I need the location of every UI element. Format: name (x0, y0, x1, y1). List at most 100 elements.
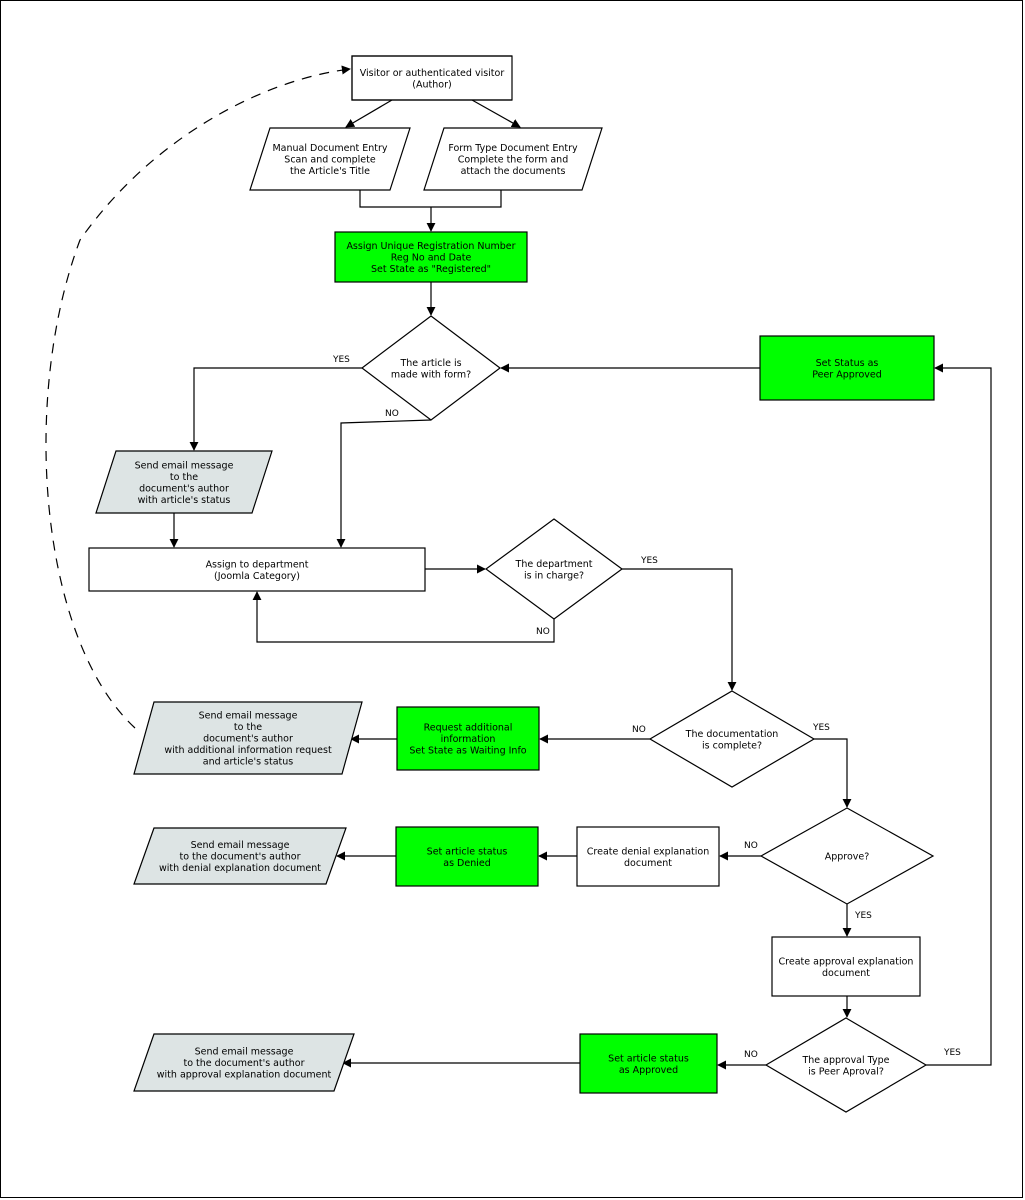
branch-label-yes: YES (943, 1048, 961, 1058)
node-text-line: with approval explanation document (157, 1070, 332, 1081)
node-text-line: document (624, 858, 672, 869)
node-text-line: Assign to department (206, 559, 309, 570)
node-text-line: is Peer Aproval? (808, 1066, 884, 1077)
node-text-line: Approve? (825, 852, 870, 863)
node-text-line: Complete the form and (458, 155, 568, 166)
branch-label-yes: YES (854, 911, 872, 921)
io-parallelogram (95, 450, 273, 514)
branch-label-yes: YES (332, 355, 350, 365)
node-text-line: to the document's author (180, 852, 301, 863)
connector (471, 99, 521, 128)
node-text-line: Manual Document Entry (272, 143, 387, 154)
node-text-line: The approval Type (801, 1055, 889, 1066)
decision-diamond (764, 1017, 928, 1113)
node-text-line: The documentation (685, 729, 779, 740)
branch-label-no: NO (385, 409, 399, 419)
node-text-line: to the (234, 722, 262, 733)
process-box (88, 547, 426, 592)
io-parallelogram (423, 127, 603, 191)
node-text-line: Set Status as (816, 358, 879, 369)
branch-label-yes: YES (812, 723, 830, 733)
decision-diamond (648, 690, 816, 788)
node-text-line: Set State as Waiting Info (409, 746, 526, 757)
node-text-line: Create denial explanation (587, 846, 709, 857)
connector (345, 99, 393, 128)
io-parallelogram (133, 701, 363, 775)
node-text-line: Set State as "Registered" (371, 264, 491, 275)
node-text-line: document (822, 968, 870, 979)
node-text-line: is complete? (702, 740, 762, 751)
node-text-line: is in charge? (524, 570, 584, 581)
node-text-line: Send email message (199, 711, 298, 722)
node-text-line: with additional information request (164, 745, 332, 756)
decision-diamond (759, 807, 935, 905)
io-parallelogram (133, 1033, 355, 1092)
node-text-line: Visitor or authenticated visitor (360, 68, 505, 79)
connectors (45, 65, 992, 1070)
branch-label-no: NO (632, 725, 646, 735)
decision-diamond (484, 518, 624, 620)
node-text-line: Assign Unique Registration Number (346, 241, 515, 252)
process-box (579, 1033, 718, 1094)
process-box (771, 936, 921, 997)
branch-label-no: NO (744, 841, 758, 851)
branch-label-no: NO (744, 1050, 758, 1060)
node-text-line: Set article status (427, 846, 508, 857)
node-text-line: Create approval explanation (779, 956, 914, 967)
node-text-line: document's author (203, 734, 293, 745)
node-approve: Approve? (759, 807, 935, 905)
node-text-line: Request additional (424, 723, 513, 734)
node-text-line: as Approved (619, 1065, 678, 1076)
node-text-line: The article is (399, 358, 461, 369)
node-text-line: as Denied (443, 858, 491, 869)
node-text-line: the Article's Title (290, 166, 370, 177)
branch-label-yes: YES (640, 556, 658, 566)
connector (359, 190, 502, 208)
node-text-line: and article's status (203, 757, 294, 768)
node-text-line: to the document's author (184, 1058, 305, 1069)
connector (336, 419, 432, 548)
start-box-outline (351, 55, 512, 101)
node-text-line: information (441, 734, 496, 745)
process-box (351, 55, 513, 101)
node-text-line: (Author) (412, 79, 451, 90)
node-text-line: attach the documents (461, 166, 566, 177)
connector (189, 367, 362, 451)
connector (252, 591, 555, 643)
node-text-line: Reg No and Date (391, 253, 472, 264)
process-box (576, 826, 720, 887)
node-assign-dept: Assign to department(Joomla Category) (88, 547, 426, 592)
io-parallelogram (133, 827, 347, 885)
nodes: Visitor or authenticated visitor(Author)… (88, 55, 935, 1113)
node-text-line: (Joomla Category) (214, 571, 300, 582)
process-box (395, 826, 539, 887)
process-box (334, 231, 528, 283)
node-text-line: made with form? (391, 369, 471, 380)
connector (926, 363, 992, 1066)
node-text-line: Peer Approved (812, 369, 882, 380)
node-text-line: The department (515, 559, 593, 570)
process-box (396, 706, 540, 771)
node-visitor: Visitor or authenticated visitor(Author) (351, 55, 513, 101)
node-text-line: Send email message (191, 840, 290, 851)
node-text-line: Set article status (608, 1053, 689, 1064)
node-text-line: document's author (139, 483, 229, 494)
node-text-line: Form Type Document Entry (448, 143, 578, 154)
